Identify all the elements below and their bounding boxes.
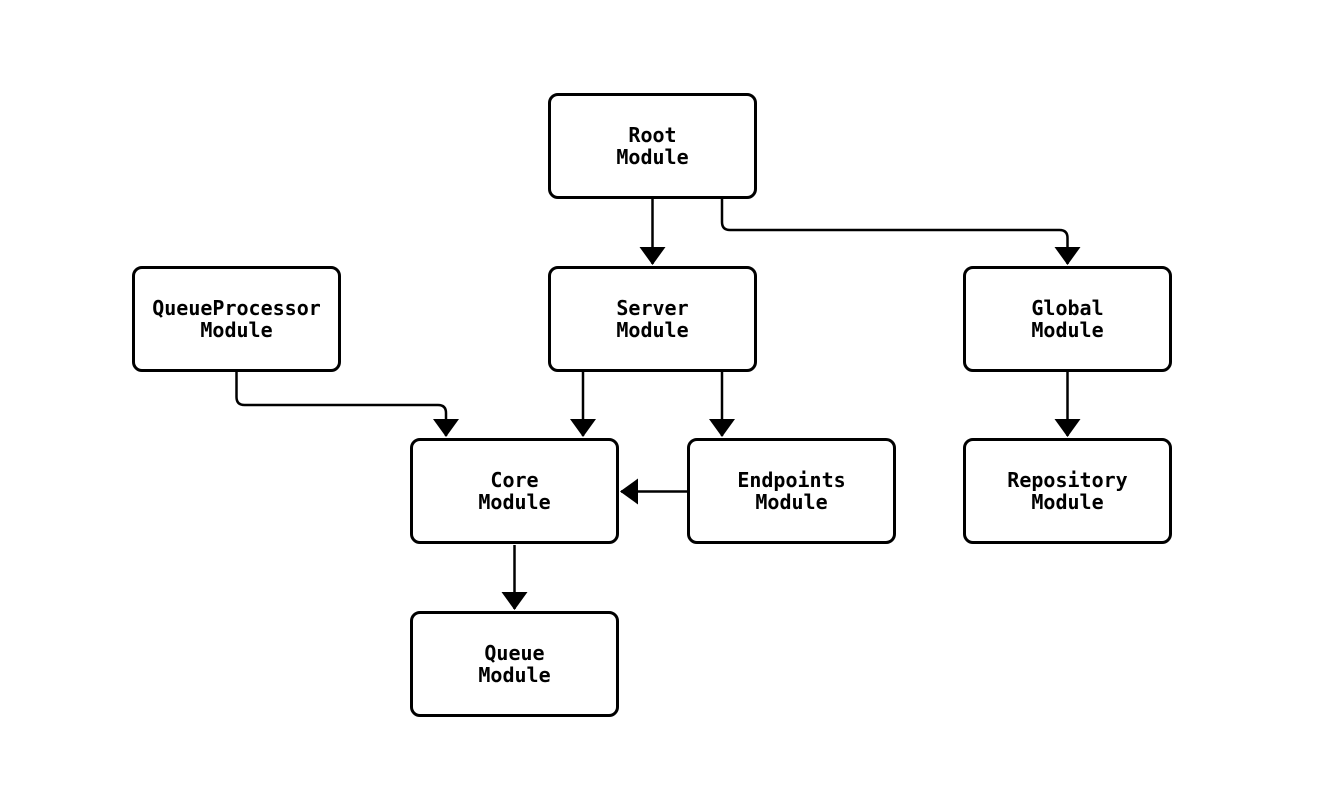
node-global-module-label-line1: Global — [1031, 296, 1104, 320]
node-core-module: Core Module — [410, 438, 619, 544]
node-queueprocessor-module-label-line2: Module — [200, 318, 273, 342]
node-root-module-label-line1: Root — [628, 123, 677, 147]
node-root-module-label-line2: Module — [616, 145, 689, 169]
node-server-module-label-line1: Server — [616, 296, 689, 320]
node-endpoints-module-label-line1: Endpoints — [737, 468, 846, 492]
node-global-module-label-line2: Module — [1031, 318, 1104, 342]
edge-queueprocessor-to-core — [235, 372, 459, 437]
node-repository-module-label-line2: Module — [1031, 490, 1104, 514]
node-root-module: Root Module — [548, 93, 757, 199]
node-global-module: Global Module — [963, 266, 1172, 372]
node-queue-module-label-line2: Module — [478, 663, 551, 687]
node-server-module-label-line2: Module — [616, 318, 689, 342]
node-endpoints-module: Endpoints Module — [687, 438, 896, 544]
node-repository-module-label-line1: Repository — [1007, 468, 1128, 492]
edge-root-to-global — [720, 198, 1081, 265]
node-core-module-label-line2: Module — [478, 490, 551, 514]
node-queueprocessor-module: QueueProcessor Module — [132, 266, 341, 372]
node-queue-module: Queue Module — [410, 611, 619, 717]
node-core-module-label-line1: Core — [490, 468, 539, 492]
node-queue-module-label-line1: Queue — [484, 641, 545, 665]
node-endpoints-module-label-line2: Module — [755, 490, 828, 514]
node-server-module: Server Module — [548, 266, 757, 372]
node-queueprocessor-module-label-line1: QueueProcessor — [152, 296, 321, 320]
node-repository-module: Repository Module — [963, 438, 1172, 544]
